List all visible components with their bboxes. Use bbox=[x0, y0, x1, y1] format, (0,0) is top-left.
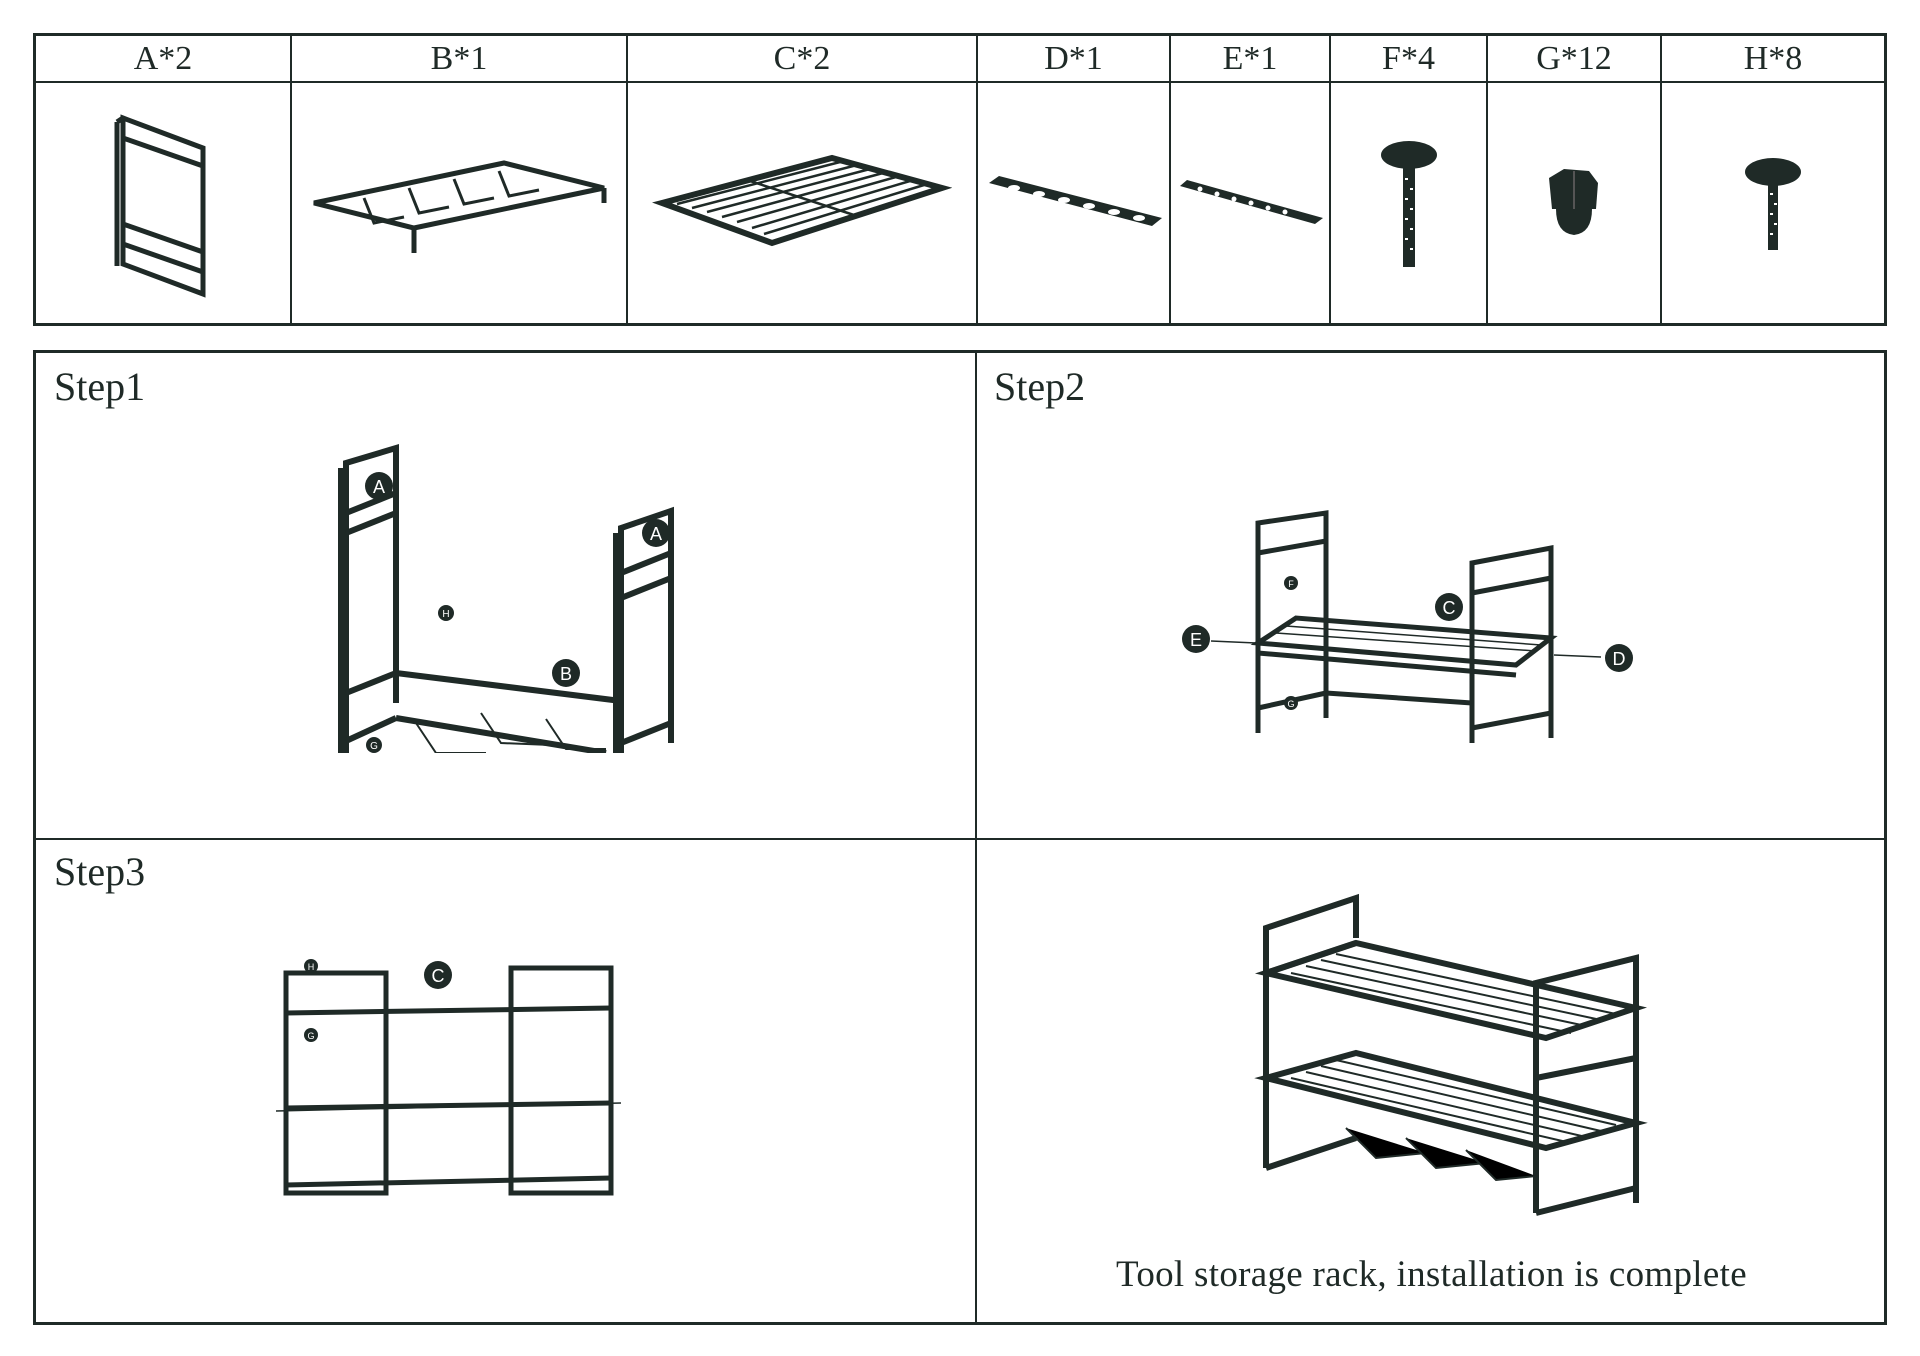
completion-caption: Tool storage rack, installation is compl… bbox=[1116, 1254, 1747, 1295]
step3-title: Step3 bbox=[54, 849, 146, 894]
side-frame-icon bbox=[114, 114, 206, 298]
part-label-a: A*2 bbox=[36, 36, 292, 83]
bottom-frame-icon bbox=[313, 160, 607, 253]
step3-callout-c: C bbox=[424, 961, 452, 989]
step3-callout-g-text: G bbox=[307, 1031, 314, 1041]
parts-header-row: A*2 B*1 C*2 D*1 E*1 F*4 G*12 H*8 bbox=[36, 36, 1884, 83]
step3-callout-c-text: C bbox=[432, 966, 445, 986]
assembly-steps: Step1 Step2 Step3 bbox=[33, 350, 1887, 1325]
step1-callout-b: B bbox=[552, 659, 580, 687]
step1-callout-b-text: B bbox=[560, 664, 572, 684]
step2-callout-c-text: C bbox=[1443, 598, 1456, 618]
step1-callout-a-right-text: A bbox=[650, 524, 662, 544]
step2-callout-d-text: D bbox=[1613, 649, 1626, 669]
step2-callout-f-text: F bbox=[1288, 579, 1294, 589]
step3-callout-h-text: H bbox=[308, 962, 315, 972]
step2-callout-e: E bbox=[1182, 625, 1210, 653]
step3-callout-h: H bbox=[304, 959, 318, 973]
step1-callout-h-text: H bbox=[442, 609, 449, 620]
part-label-d: D*1 bbox=[978, 36, 1171, 83]
step1-callout-h: H bbox=[438, 605, 454, 621]
rear-plate-e-icon bbox=[1180, 180, 1323, 224]
step1-callout-g: G bbox=[366, 737, 382, 753]
part-h-illustration bbox=[1662, 83, 1884, 323]
part-f-illustration bbox=[1331, 83, 1488, 323]
part-a-illustration bbox=[36, 83, 292, 323]
part-label-b: B*1 bbox=[292, 36, 628, 83]
step2-callout-f: F bbox=[1284, 576, 1298, 590]
step3-callout-g: G bbox=[304, 1028, 318, 1042]
part-g-illustration bbox=[1488, 83, 1662, 323]
step1-callout-g-text: G bbox=[370, 741, 378, 752]
shelf-grid-icon bbox=[652, 154, 952, 247]
part-c-illustration bbox=[628, 83, 978, 323]
parts-image-row bbox=[36, 83, 1884, 323]
part-e-illustration bbox=[1171, 83, 1331, 323]
step2-callout-g: G bbox=[1284, 696, 1298, 710]
rear-plate-d-icon bbox=[988, 176, 1162, 226]
part-label-c: C*2 bbox=[628, 36, 978, 83]
long-screw-icon bbox=[1380, 141, 1437, 267]
cap-nut-icon bbox=[1549, 169, 1598, 235]
step2-title: Step2 bbox=[994, 364, 1086, 409]
step1-callout-a-left-text: A bbox=[373, 477, 385, 497]
step2-callout-d: D bbox=[1605, 644, 1633, 672]
part-label-h: H*8 bbox=[1662, 36, 1884, 83]
short-screw-icon bbox=[1745, 158, 1801, 250]
step1-title: Step1 bbox=[54, 364, 146, 409]
step1-callout-a-left: A bbox=[365, 472, 393, 500]
step2-callout-c: C bbox=[1435, 593, 1463, 621]
steps-divider-vertical bbox=[975, 353, 977, 1322]
part-d-illustration bbox=[978, 83, 1171, 323]
step1-diagram: A A B H G bbox=[338, 443, 674, 753]
part-label-e: E*1 bbox=[1171, 36, 1331, 83]
part-label-g: G*12 bbox=[1488, 36, 1662, 83]
part-label-f: F*4 bbox=[1331, 36, 1488, 83]
step2-callout-e-text: E bbox=[1190, 630, 1202, 650]
part-b-illustration bbox=[292, 83, 628, 323]
parts-table: A*2 B*1 C*2 D*1 E*1 F*4 G*12 H*8 bbox=[33, 33, 1887, 326]
final-rack-diagram bbox=[1254, 893, 1648, 1216]
step2-diagram: E C D F G bbox=[1182, 510, 1633, 743]
step3-diagram: C H G bbox=[276, 959, 622, 1196]
steps-divider-horizontal bbox=[36, 838, 1884, 840]
step2-callout-g-text: G bbox=[1287, 699, 1294, 709]
step1-callout-a-right: A bbox=[642, 519, 670, 547]
